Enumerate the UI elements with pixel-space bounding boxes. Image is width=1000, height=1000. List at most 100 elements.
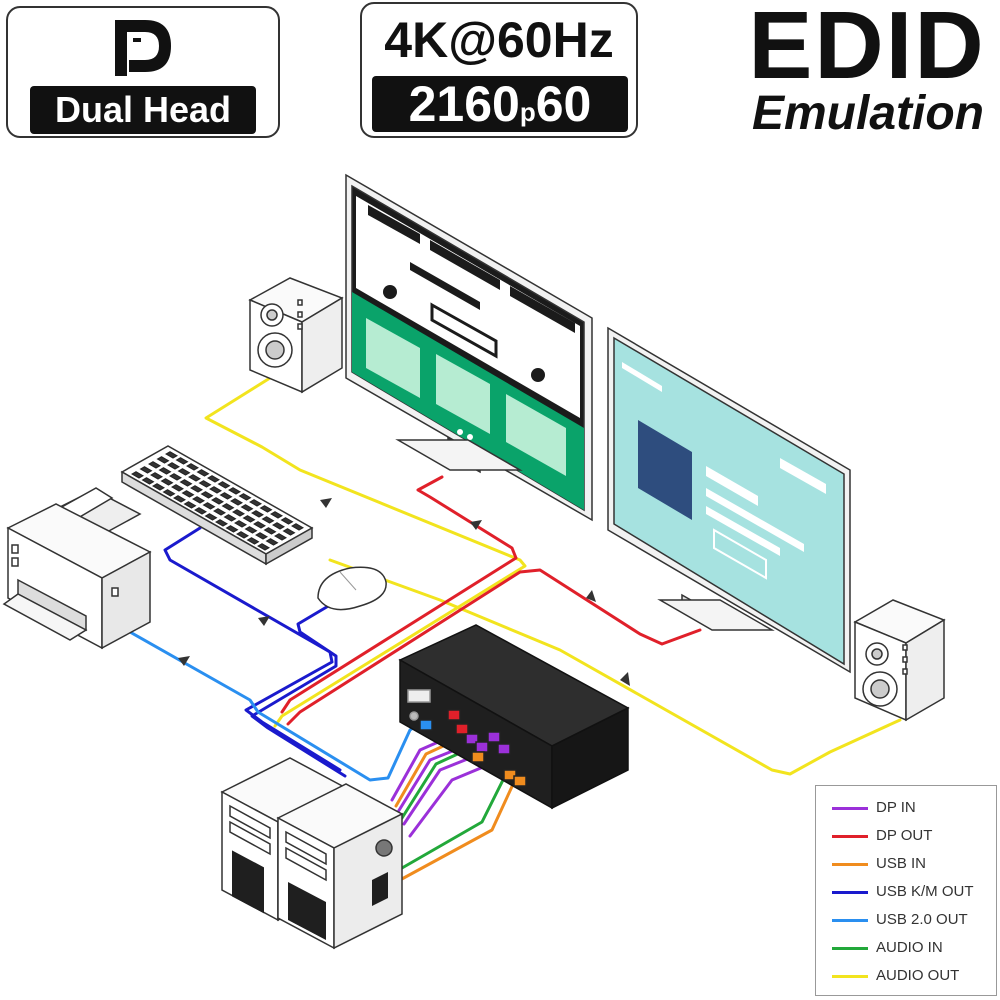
legend-label: USB 2.0 OUT — [876, 911, 968, 928]
keyboard-key — [250, 510, 265, 518]
cables — [128, 376, 902, 882]
legend-item: DP IN — [816, 794, 996, 822]
dual-head-label: Dual Head — [30, 86, 256, 134]
cable-audio-out-left — [204, 376, 527, 728]
monitor-right — [607, 326, 851, 674]
kvm-switch — [398, 624, 630, 810]
speaker-right — [853, 599, 946, 722]
keyboard-key — [282, 528, 296, 536]
legend-swatch — [832, 975, 868, 978]
keyboard-key — [204, 513, 218, 521]
keyboard-key — [244, 526, 258, 534]
keyboard-key — [183, 501, 197, 509]
legend-swatch — [832, 947, 868, 950]
computer-2 — [276, 783, 404, 950]
keyboard-key — [263, 527, 277, 535]
legend-item: AUDIO IN — [816, 934, 996, 962]
legend-item: DP OUT — [816, 822, 996, 850]
keyboard-key — [158, 467, 172, 475]
keyboard-key — [238, 493, 252, 501]
displayport-badge: Dual Head — [6, 6, 280, 138]
keyboard-key — [265, 538, 279, 546]
cable-usb2-printer — [128, 630, 424, 782]
keyboard-key — [160, 478, 174, 486]
keyboard-key — [214, 519, 229, 527]
keyboard-key — [149, 472, 164, 480]
keyboard-key — [229, 498, 244, 506]
keyboard-key — [246, 537, 260, 545]
legend-swatch — [832, 891, 868, 894]
legend-label: DP IN — [876, 799, 916, 816]
keyboard-key — [156, 456, 170, 464]
edid-title: EDID — [748, 0, 986, 99]
keyboard-key — [242, 515, 256, 523]
resolution-main: 2160 — [408, 76, 520, 132]
cable-audio-out-right — [328, 558, 902, 776]
keyboard-key — [290, 523, 305, 531]
keyboard-key — [196, 469, 210, 477]
keyboard-key — [252, 521, 267, 529]
kvm-plug — [475, 741, 489, 753]
keyboard-key — [261, 516, 275, 524]
keyboard-key — [162, 489, 176, 497]
keyboard-key — [208, 486, 223, 494]
keyboard-key — [248, 499, 263, 507]
resolution-badge: 4K@60Hz 2160p60 — [360, 2, 638, 138]
keyboard-key — [269, 511, 284, 519]
keyboard-key — [187, 474, 202, 482]
displayport-logo-icon — [115, 20, 171, 76]
legend-item: USB 2.0 OUT — [816, 906, 996, 934]
keyboard-key — [147, 461, 162, 469]
keyboard-key — [235, 531, 250, 539]
keyboard-key — [212, 508, 227, 516]
legend-item: AUDIO OUT — [816, 962, 996, 990]
legend-item: USB IN — [816, 850, 996, 878]
keyboard-key — [256, 543, 271, 551]
kvm-plug — [513, 775, 527, 787]
keyboard-key — [179, 479, 193, 487]
cable-usb-km-keyboard — [163, 526, 342, 772]
keyboard-key — [223, 514, 237, 522]
keyboard-key — [185, 463, 200, 471]
keyboard-key — [217, 481, 231, 489]
keyboard-key — [170, 484, 185, 492]
keyboard-key — [273, 533, 288, 541]
legend-swatch — [832, 863, 868, 866]
keyboard-key — [210, 497, 225, 505]
kvm-plug — [503, 769, 517, 781]
edid-subtitle: Emulation — [751, 87, 984, 140]
keyboard-key — [280, 517, 294, 525]
cable-dp-out-right — [286, 568, 702, 726]
kvm-plug — [487, 731, 501, 743]
keyboard-key — [164, 451, 179, 459]
keyboard-key — [202, 502, 216, 510]
cable-audio-in-2 — [400, 774, 507, 870]
keyboard-key — [259, 505, 273, 513]
speaker-left — [248, 277, 344, 394]
keyboard-key — [151, 483, 166, 491]
legend-swatch — [832, 919, 868, 922]
resolution-label: 2160p60 — [372, 76, 628, 132]
legend-label: DP OUT — [876, 827, 933, 844]
resolution-scan: p — [519, 97, 536, 127]
keyboard-key — [221, 503, 235, 511]
legend-label: USB IN — [876, 855, 927, 872]
cable-arrows — [178, 498, 630, 686]
mouse — [317, 566, 387, 611]
keyboard-key — [191, 496, 206, 504]
keyboard-key — [231, 509, 246, 517]
keyboard-key — [198, 480, 212, 488]
refresh-rate-label: 4K@60Hz — [384, 12, 614, 68]
keyboard-key — [200, 491, 214, 499]
keyboard-key — [139, 466, 153, 474]
keyboard-key — [130, 471, 145, 479]
keyboard-key — [172, 495, 187, 503]
legend-label: AUDIO OUT — [876, 967, 960, 984]
cable-dp-out-left — [280, 475, 518, 714]
keyboard-key — [206, 475, 221, 483]
keyboard-key — [175, 457, 189, 465]
kvm-plug — [447, 709, 461, 721]
cable-usb-km-mouse — [250, 603, 347, 778]
